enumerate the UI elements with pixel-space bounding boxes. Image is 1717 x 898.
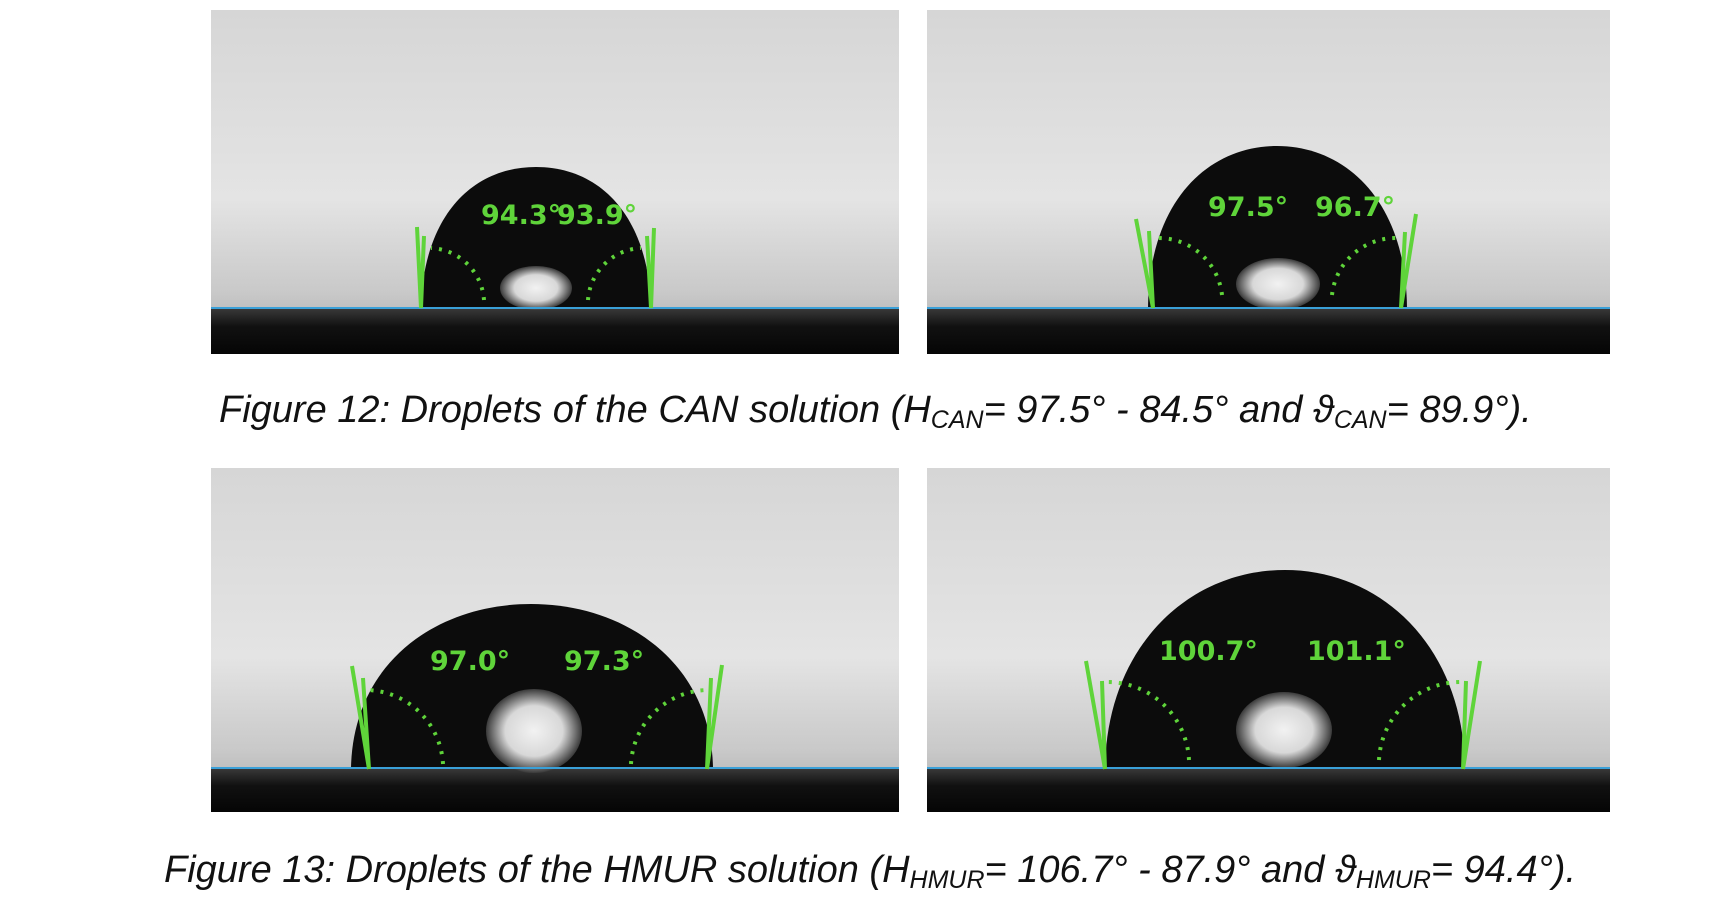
droplet bbox=[1148, 146, 1407, 308]
caption-subscript-theta: HMUR bbox=[1355, 866, 1431, 894]
angle-arc-left bbox=[365, 688, 445, 765]
caption-mid: = 106.7° - 87.9° and ϑ bbox=[984, 849, 1356, 891]
reflection bbox=[500, 266, 572, 310]
angle-arc-left bbox=[1106, 679, 1191, 761]
reflection bbox=[1236, 258, 1320, 310]
tangent-right bbox=[1399, 213, 1418, 309]
angle-label-right: 97.3° bbox=[564, 646, 644, 677]
angle-label-right: 101.1° bbox=[1307, 636, 1406, 667]
angle-label-left: 94.3° bbox=[481, 200, 561, 231]
angle-label-left: 97.5° bbox=[1208, 192, 1288, 223]
caption-tail: = 89.9°). bbox=[1386, 389, 1532, 431]
droplet bbox=[351, 604, 713, 768]
droplet bbox=[421, 167, 651, 308]
angle-label-left: 100.7° bbox=[1159, 636, 1258, 667]
tangent-left bbox=[1084, 660, 1107, 770]
tangent-left bbox=[1134, 218, 1155, 309]
angle-arc-right bbox=[1377, 679, 1462, 761]
tangent-left bbox=[350, 665, 371, 770]
figure-12-caption: Figure 12: Droplets of the CAN solution … bbox=[219, 389, 1532, 433]
caption-lead: Figure 12: Droplets of the CAN solution … bbox=[219, 389, 931, 431]
tangent-right bbox=[1461, 660, 1482, 770]
droplet bbox=[1105, 570, 1465, 768]
caption-subscript-h: HMUR bbox=[909, 866, 985, 894]
figure-13-caption: Figure 13: Droplets of the HMUR solution… bbox=[164, 849, 1577, 893]
caption-tail: = 94.4°). bbox=[1430, 849, 1577, 891]
angle-arc-right bbox=[1330, 235, 1398, 296]
tangent-right bbox=[705, 664, 724, 770]
reflection bbox=[1236, 692, 1332, 768]
angle-label-left: 97.0° bbox=[430, 646, 510, 677]
droplet-photo-fig13-right: 100.7° 101.1° bbox=[927, 468, 1610, 812]
caption-lead: Figure 13: Droplets of the HMUR solution… bbox=[164, 849, 910, 891]
droplet-photo-fig12-right: 97.5° 96.7° bbox=[927, 10, 1610, 354]
tangent-left bbox=[415, 226, 426, 309]
tangent-right bbox=[645, 227, 656, 309]
angle-label-right: 93.9° bbox=[557, 200, 637, 231]
caption-subscript-h: CAN bbox=[930, 406, 984, 434]
angle-arc-left bbox=[430, 246, 486, 301]
caption-subscript-theta: CAN bbox=[1333, 406, 1387, 434]
caption-mid: = 97.5° - 84.5° and ϑ bbox=[983, 389, 1334, 431]
angle-arc-right bbox=[586, 246, 642, 301]
droplet-photo-fig13-left: 97.0° 97.3° bbox=[211, 468, 899, 812]
angle-label-right: 96.7° bbox=[1315, 192, 1395, 223]
reflection bbox=[486, 689, 582, 773]
angle-arc-right bbox=[629, 688, 709, 765]
droplet-photo-fig12-left: 94.3° 93.9° bbox=[211, 10, 899, 354]
angle-arc-left bbox=[1156, 235, 1224, 296]
